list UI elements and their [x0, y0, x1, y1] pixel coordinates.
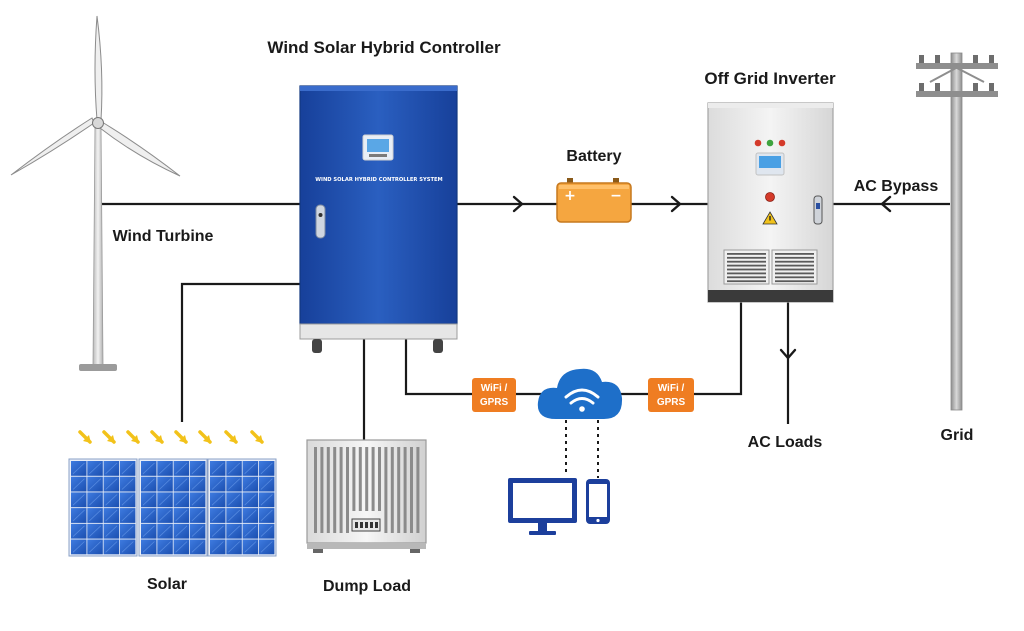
wifi-gprs-tag-left: WiFi / GPRS	[472, 378, 516, 412]
wifi-tag-right-line2: GPRS	[657, 397, 686, 408]
monitor-icon	[508, 478, 577, 535]
wifi-tag-right-line1: WiFi /	[658, 383, 685, 394]
utility-pole-icon	[916, 52, 998, 411]
solar-label: Solar	[147, 576, 187, 593]
battery-icon: + −	[556, 178, 632, 223]
ac-loads-label: AC Loads	[748, 434, 823, 451]
inverter-vents	[723, 249, 818, 285]
solar-panel-2	[138, 458, 208, 557]
cloud-wifi-icon	[537, 368, 623, 419]
wifi-tag-left-line1: WiFi /	[481, 383, 508, 394]
solar-panel-icon	[68, 458, 277, 557]
wifi-tag-left-line2: GPRS	[480, 397, 509, 408]
controller-title: Wind Solar Hybrid Controller	[267, 38, 501, 57]
wiring	[100, 202, 950, 440]
grid-label: Grid	[941, 427, 974, 444]
svg-text:+: +	[564, 188, 576, 204]
ac-bypass-label: AC Bypass	[854, 178, 939, 195]
hybrid-controller-cabinet: WIND SOLAR HYBRID CONTROLLER SYSTEM	[299, 85, 458, 353]
wire-controller-to-wifi	[404, 338, 472, 396]
inverter-title: Off Grid Inverter	[704, 69, 836, 88]
solar-arrows	[78, 430, 265, 445]
wifi-gprs-tag-right: WiFi / GPRS	[648, 378, 694, 412]
battery-label: Battery	[566, 148, 621, 165]
smartphone-icon	[586, 479, 610, 524]
flow-arrows	[512, 195, 892, 360]
controller-panel-text: WIND SOLAR HYBRID CONTROLLER SYSTEM	[315, 177, 442, 183]
solar-panel-1	[68, 458, 138, 557]
inverter-handle	[813, 195, 823, 225]
controller-handle	[315, 204, 326, 239]
solar-panel-3	[207, 458, 277, 557]
svg-text:−: −	[610, 188, 622, 204]
cloud-dashed-links	[565, 420, 599, 478]
wire-solar-to-controller	[180, 282, 302, 422]
dump-load-fins	[314, 447, 420, 533]
wind-turbine-icon	[10, 15, 181, 371]
wind-turbine-label: Wind Turbine	[113, 228, 214, 245]
dump-load-label: Dump Load	[323, 578, 411, 595]
wire-wifi-to-inverter	[694, 302, 743, 396]
